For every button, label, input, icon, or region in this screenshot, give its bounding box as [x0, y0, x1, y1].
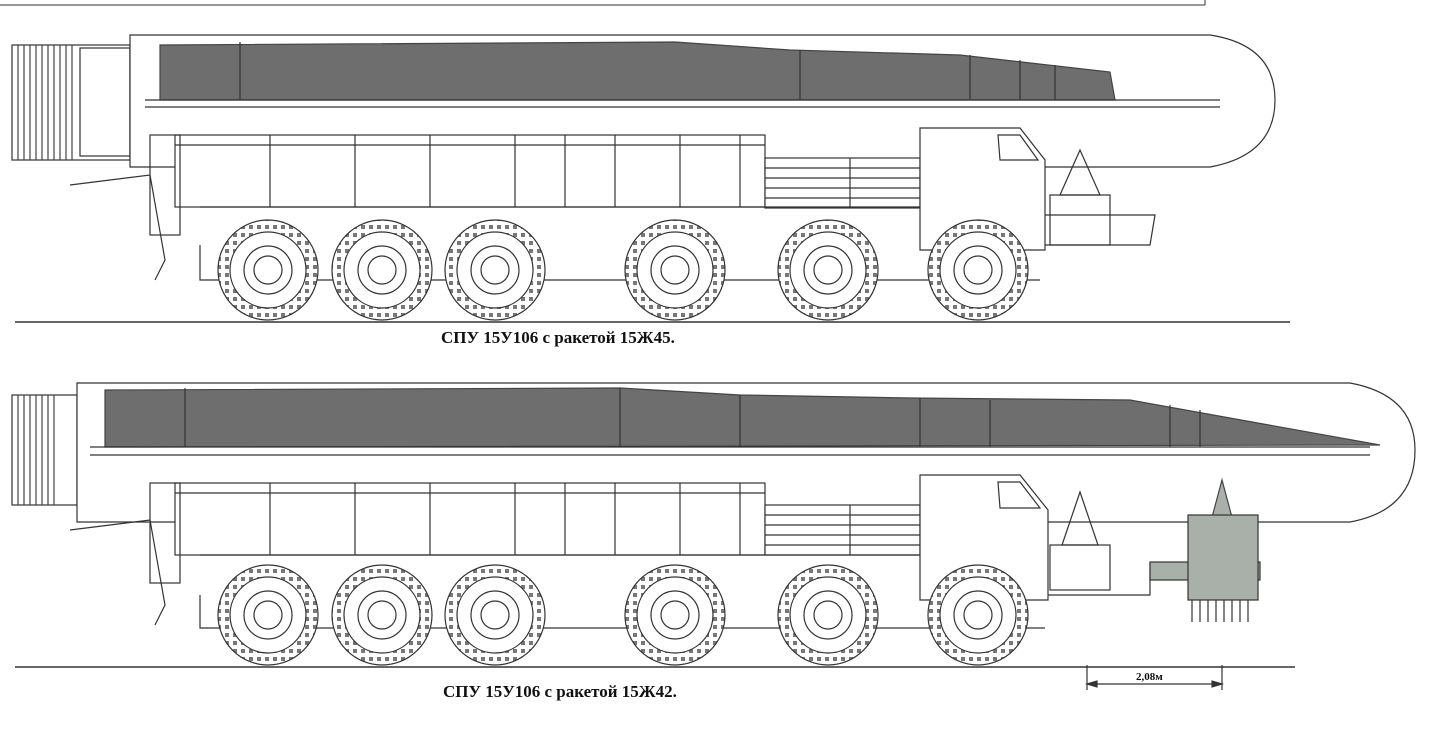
chassis-top	[69, 127, 1156, 281]
vehicle-bottom	[11, 382, 1416, 690]
wheel	[777, 564, 879, 666]
vehicle-top	[11, 34, 1290, 323]
caption-bottom: СПУ 15У106 с ракетой 15Ж42.	[443, 682, 677, 701]
nozzle-top	[11, 44, 131, 161]
top-frame-line	[0, 0, 1206, 6]
wheel-set-bottom	[217, 564, 1029, 666]
wheel	[927, 219, 1029, 321]
wheel	[777, 219, 879, 321]
wheel	[624, 219, 726, 321]
wheel	[331, 219, 433, 321]
wheel	[444, 564, 546, 666]
extended-jack	[1149, 477, 1261, 622]
nozzle-bottom	[11, 394, 78, 506]
caption-top: СПУ 15У106 с ракетой 15Ж45.	[441, 328, 675, 347]
wheel	[444, 219, 546, 321]
wheel	[331, 564, 433, 666]
dimension-line	[1084, 665, 1225, 690]
wheel-set-top	[217, 219, 1029, 321]
chassis-bottom	[69, 474, 1261, 629]
wheel	[217, 219, 319, 321]
wheel	[217, 564, 319, 666]
wheel	[624, 564, 726, 666]
dimension-label: 2,08м	[1136, 671, 1163, 683]
wheel	[927, 564, 1029, 666]
